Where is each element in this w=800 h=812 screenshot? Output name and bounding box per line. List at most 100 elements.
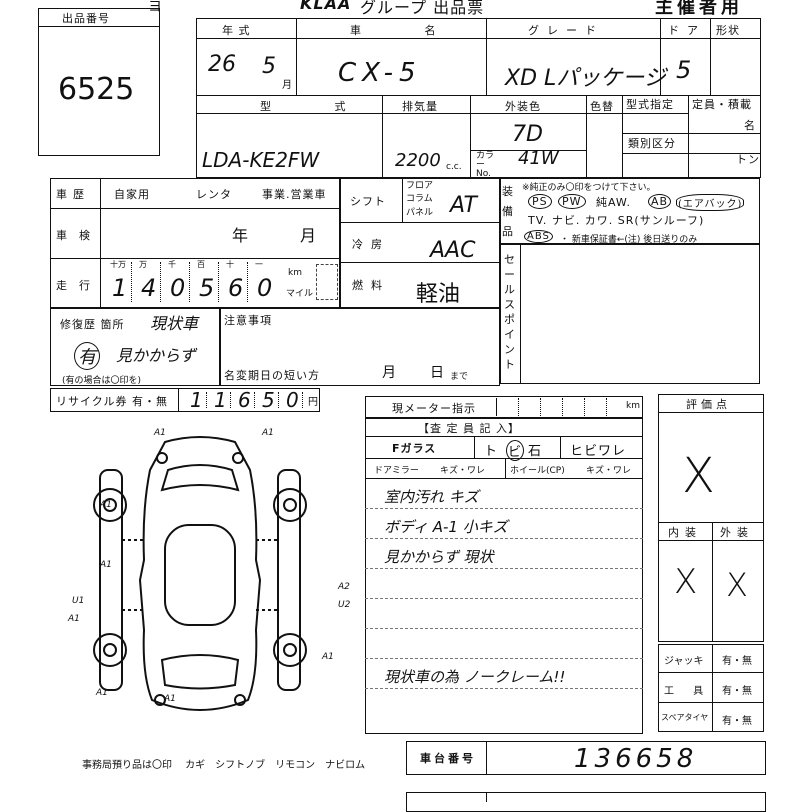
color-no-label: カラー No. [476, 151, 495, 179]
displacement-label: 排気量 [402, 100, 438, 113]
damage-mark: A1 [68, 614, 80, 624]
mile-checkbox[interactable] [316, 264, 338, 300]
year-label: 年 式 [222, 24, 251, 37]
damage-mark: A1 [262, 428, 274, 438]
mileage-unit-label: 百 [197, 260, 205, 269]
windshield-label: Fガラス [392, 442, 437, 455]
mileage-digit: 1 [112, 274, 128, 302]
rating-label: 評価点 [686, 398, 731, 411]
damage-mark: A1 [100, 500, 112, 510]
damage-mark: A2 [338, 582, 350, 592]
tools-label: 工 具 [664, 686, 712, 697]
jack-choice[interactable]: 有・無 [722, 656, 752, 667]
chassis-box [406, 741, 766, 775]
inspection-label: 車検 [56, 229, 102, 242]
mileage-unit-label: 千 [168, 260, 176, 269]
inspector-note-line: 室内汚れ キズ [384, 488, 479, 506]
capacity-label: 定員・積載 [692, 98, 752, 111]
mileage-digit: 0 [170, 274, 186, 302]
model-value: CX-5 [338, 58, 422, 88]
notes-label: 注意事項 [224, 314, 272, 327]
mirror-label: ドアミラー [374, 466, 419, 476]
mileage-unit-label: 十万 [110, 260, 126, 269]
type-value: LDA-KE2FW [202, 148, 320, 172]
mileage-digit: 0 [257, 274, 273, 302]
repair-place: 現状車 [150, 314, 199, 333]
recycle-digit: 6 [238, 388, 251, 412]
wheel-items: キズ・ワレ [586, 466, 632, 476]
exterior-value: 7D [512, 122, 543, 147]
equipment-note: ※純正のみ〇印をつけて下さい。 [522, 183, 656, 193]
corner-mark: ヨ [148, 0, 163, 15]
shift-option-floor: フロア [406, 181, 434, 191]
inspector-header: 【査 定 員 記 入】 [418, 422, 520, 435]
inspector-note-line: ボディ A-1 小キズ [384, 518, 508, 536]
meter-unit: km [626, 401, 640, 411]
exterior-value-rating: X [726, 566, 748, 604]
spare-label: スペアタイヤ [661, 713, 709, 722]
lot-number: 6525 [58, 72, 135, 107]
inspection-year: 年 [232, 226, 250, 245]
windshield-item-3: 石 [528, 444, 543, 459]
mirror-items: キズ・ワレ [440, 466, 486, 476]
inspection-month: 月 [300, 226, 318, 245]
recycle-digit: 1 [214, 388, 227, 412]
sales-point-box [500, 244, 760, 384]
damage-mark: A1 [100, 560, 112, 570]
mileage-label: 走行 [56, 279, 102, 292]
sheet-title: グループ 出品票 [360, 0, 485, 17]
exterior-label: 外装色 [505, 100, 541, 113]
ac-value: AAC [430, 238, 476, 263]
tools-choice[interactable]: 有・無 [722, 686, 752, 697]
month-unit: 月 [282, 80, 293, 91]
lot-label: 出品番号 [62, 12, 110, 25]
spare-choice[interactable]: 有・無 [722, 716, 752, 727]
rating-box [658, 394, 764, 642]
equip-pw: PW [558, 194, 586, 209]
type-designation-label: 型式指定 [626, 98, 674, 111]
interior-value: X [674, 562, 698, 602]
wheel-label: ホイール(CP) [510, 466, 565, 476]
deadline-until: まで [450, 372, 469, 382]
recycle-label: リサイクル券 有・無 [56, 395, 168, 408]
recycle-digit: 1 [190, 388, 203, 412]
mileage-unit-label: 一 [255, 260, 263, 269]
vehicle-info-table [196, 18, 761, 178]
recycle-digit: 0 [286, 388, 299, 412]
mileage-digit: 5 [199, 274, 215, 302]
shift-label: シフト [350, 195, 386, 208]
mileage-digit: 6 [228, 274, 244, 302]
lot-box [38, 8, 160, 156]
month-value: 5 [262, 54, 276, 79]
history-label: 車歴 [56, 188, 90, 201]
repair-note: 見かからず [116, 346, 196, 365]
jack-label: ジャッキ [664, 656, 704, 667]
cc-unit: c.c. [446, 162, 462, 172]
equipment-label: 装備品 [502, 185, 514, 238]
history-business: 事業.営業車 [262, 188, 327, 201]
windshield-item-1: ト [484, 444, 499, 459]
deadline-month: 月 [382, 365, 397, 381]
shape-label: 形状 [716, 24, 740, 37]
history-table [50, 178, 340, 308]
equip-ps: PS [528, 194, 552, 209]
inspector-box [365, 418, 643, 734]
tools-box [658, 644, 764, 732]
tons-unit: トン [736, 153, 760, 166]
history-private: 自家用 [114, 188, 150, 201]
equipment-box [500, 178, 760, 244]
fuel-label: 燃料 [352, 279, 390, 292]
shift-value: AT [450, 193, 477, 218]
fuel-value: 軽油 [416, 282, 461, 307]
recycle-unit: 円 [308, 397, 319, 408]
damage-mark: A1 [154, 428, 166, 438]
inspector-note-line: 現状車の為 ノークレーム!! [384, 668, 566, 686]
color-rank-label: 色替 [590, 100, 614, 113]
notes-box [220, 308, 500, 386]
inspector-note-line: 見かからず 現状 [384, 548, 494, 566]
repair-note-small: (有の場合は〇印を) [62, 376, 142, 386]
drivetrain-table [340, 178, 500, 308]
equip-aw: 純AW. [596, 196, 632, 209]
exterior-rating-label: 外装 [720, 526, 754, 539]
mileage-digit: 4 [141, 274, 157, 302]
